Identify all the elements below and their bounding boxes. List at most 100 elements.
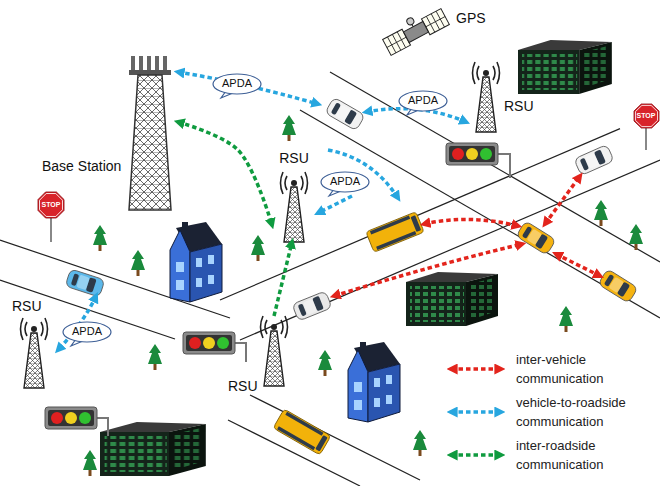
- rsu-unit: RSU: [470, 62, 540, 134]
- legend-sample-line: [451, 453, 501, 457]
- apda-callout: APDA: [62, 321, 112, 347]
- legend-sample-line: [451, 367, 501, 371]
- base-station: Base Station: [40, 55, 178, 213]
- taxi: [516, 221, 556, 255]
- school-bus: [273, 409, 331, 455]
- v2r-arrow: [318, 196, 352, 213]
- lattice-tower: [129, 75, 171, 210]
- legend-label: vehicle-to-roadside communication: [516, 393, 650, 431]
- sign-pole: [50, 218, 52, 242]
- traffic-lights: [45, 143, 510, 436]
- taxi: [598, 269, 638, 303]
- bubble-outline: [321, 172, 369, 192]
- legend-entry: inter-roadside communication: [516, 436, 650, 474]
- office-building: [100, 422, 206, 476]
- police-car: [325, 97, 365, 131]
- node-label: APDA: [222, 77, 252, 90]
- traffic-light: [446, 143, 498, 165]
- light-pole: [97, 418, 108, 436]
- v2v-arrow: [424, 219, 518, 226]
- satellite-dish: [406, 17, 415, 26]
- tree: [629, 224, 643, 250]
- car: [292, 291, 332, 321]
- base-station-tower: [129, 56, 171, 210]
- apda-callout: APDA: [320, 171, 370, 197]
- gps-satellite: [380, 3, 450, 56]
- legend-entry: inter-vehicle communication: [516, 350, 650, 388]
- rsu-icon: [281, 172, 308, 242]
- node-label: STOP: [637, 112, 656, 120]
- v2v-arrow: [334, 244, 522, 296]
- bubble-outline: [213, 74, 261, 94]
- antenna: [155, 56, 159, 70]
- node-label: RSU: [12, 298, 42, 315]
- rsu-icon: [21, 318, 48, 388]
- node-label: APDA: [72, 325, 102, 338]
- v2r-arrow: [178, 72, 318, 104]
- legend-samples: [451, 369, 501, 455]
- bubble-outline: [63, 322, 111, 342]
- tree: [93, 225, 107, 251]
- node-label: STOP: [42, 201, 61, 209]
- tree: [148, 344, 162, 370]
- road-edge: [330, 72, 660, 262]
- office-building: [518, 40, 612, 94]
- node-label: APDA: [408, 94, 438, 107]
- octagon-face: [634, 104, 659, 128]
- legend-label: inter-vehicle communication: [516, 350, 650, 388]
- police-car: [574, 144, 614, 175]
- stop-sign: STOP: [634, 104, 659, 128]
- octagon-rim: [635, 105, 657, 126]
- octagon-rim: [40, 194, 63, 217]
- apda-callout: APDA: [212, 73, 262, 99]
- light-pole: [235, 343, 246, 362]
- node-label: APDA: [330, 175, 360, 188]
- road-edge: [240, 160, 660, 340]
- house: [348, 342, 400, 422]
- node-label: RSU: [279, 150, 309, 167]
- v2v-arrow: [545, 176, 580, 224]
- school-bus: [366, 212, 424, 253]
- sign-pole: [645, 128, 647, 150]
- tree: [282, 115, 296, 141]
- satellite-body: [403, 22, 428, 43]
- node-label: Base Station: [42, 158, 121, 175]
- buildings: [100, 40, 612, 476]
- legend-sample-line: [451, 410, 501, 414]
- v2v-arrow: [556, 254, 600, 276]
- stop-sign: STOP: [38, 192, 64, 218]
- communication-arrows: [58, 72, 600, 350]
- gps-label-area: GPS: [392, 2, 488, 60]
- car: [65, 269, 105, 297]
- tree: [318, 350, 332, 376]
- tree: [83, 450, 97, 476]
- rsu-icon: [473, 62, 500, 132]
- apda-callout: APDA: [398, 90, 448, 116]
- node-label: GPS: [456, 10, 486, 27]
- tree: [413, 430, 427, 456]
- antenna: [163, 56, 167, 70]
- rsu-unit: RSU: [272, 150, 316, 242]
- tree: [594, 200, 608, 226]
- bubble-outline: [399, 91, 447, 111]
- antenna: [147, 56, 151, 70]
- inter-roadside-link: [178, 122, 272, 225]
- rsu-icon: [261, 316, 288, 386]
- office-building: [406, 272, 498, 326]
- antenna: [131, 56, 135, 70]
- octagon-face: [38, 192, 64, 218]
- connector-group: [178, 122, 292, 316]
- antenna: [139, 56, 143, 70]
- tree: [131, 250, 145, 276]
- tree: [559, 306, 573, 332]
- road-lines: [0, 72, 660, 486]
- road-edge: [220, 129, 620, 300]
- light-pole: [498, 154, 510, 178]
- tree: [251, 235, 265, 261]
- house: [170, 222, 222, 302]
- traffic-light: [45, 407, 97, 429]
